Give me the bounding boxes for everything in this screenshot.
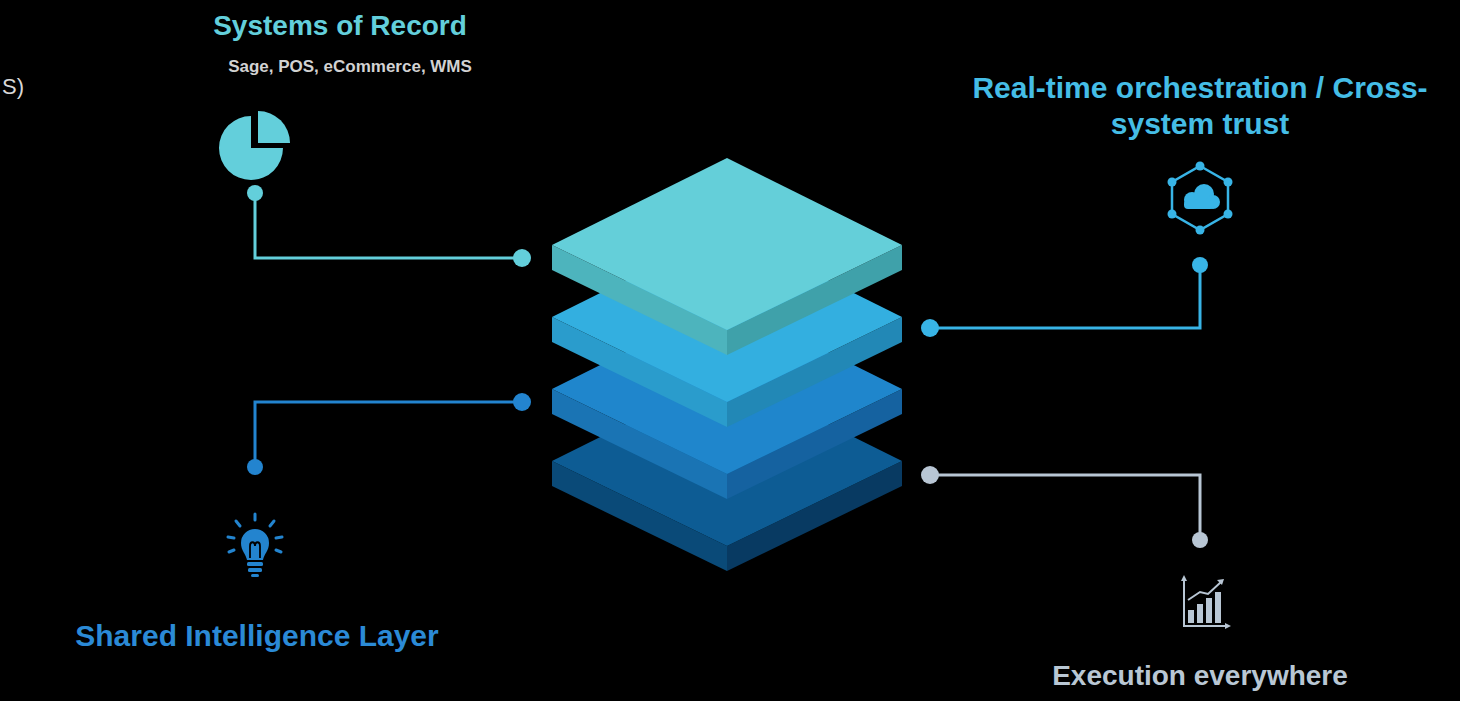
leader-dot (921, 319, 939, 337)
leader-dot (513, 393, 531, 411)
pie-chart-icon (219, 111, 290, 180)
leader-dot (247, 459, 263, 475)
leader-dot (247, 185, 263, 201)
leader-dot (1192, 257, 1208, 273)
leader-line (255, 193, 522, 258)
bar-chart-icon (1181, 575, 1231, 629)
layer-slab (552, 158, 902, 355)
leader-line (930, 475, 1200, 540)
layer-heading: Systems of Record (130, 10, 550, 42)
leader-dot (921, 466, 939, 484)
leader-line (930, 265, 1200, 328)
slab-top (552, 158, 902, 330)
layer-heading: Shared Intelligence Layer (12, 618, 502, 654)
layer-subtitle: Sage, POS, eCommerce, WMS (170, 56, 530, 78)
cloud-network-icon (1168, 162, 1233, 235)
lightbulb-icon (228, 514, 282, 577)
leader-dot (1192, 532, 1208, 548)
leader-line (255, 402, 522, 467)
layer-heading: Execution everywhere (990, 660, 1410, 692)
leader-dot (513, 249, 531, 267)
cropped-text: S) (2, 74, 24, 100)
layer-heading: Real-time orchestration / Cross-system t… (960, 70, 1440, 142)
